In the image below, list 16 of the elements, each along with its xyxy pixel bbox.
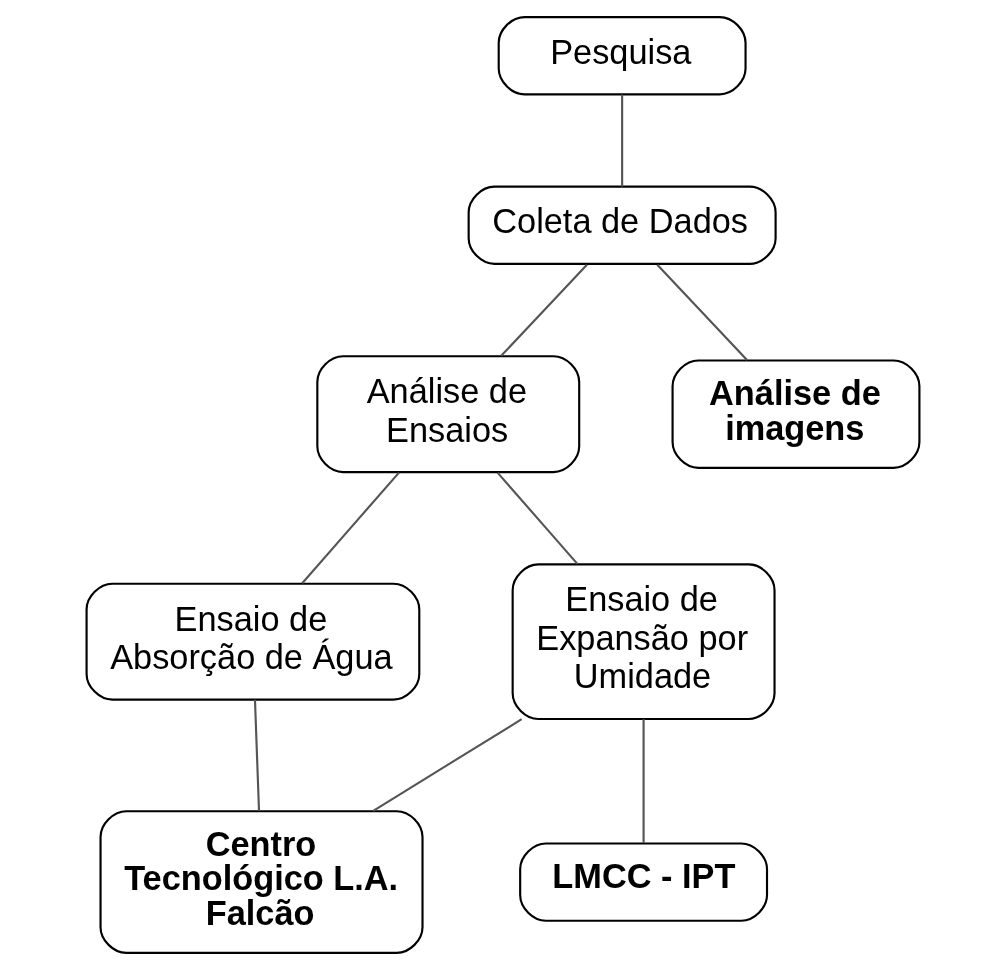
connector xyxy=(496,471,578,565)
connector xyxy=(656,264,748,361)
connector xyxy=(642,719,645,843)
node-box: Ensaio de Absorção de Água xyxy=(85,582,420,701)
node-box: Centro Tecnológico L.A. Falcão xyxy=(98,810,424,954)
node-box: Ensaio de Expansão por Umidade xyxy=(511,563,776,721)
node-box: Pesquisa xyxy=(497,16,747,96)
connector xyxy=(499,264,588,357)
connector xyxy=(620,94,623,187)
connector xyxy=(300,471,400,584)
node-box: Coleta de Dados xyxy=(467,185,777,265)
node-box: Análise de Ensaios xyxy=(315,355,580,474)
node-box: Análise de imagens xyxy=(671,359,920,469)
connector xyxy=(253,699,260,811)
connector xyxy=(372,718,522,812)
node-box: LMCC - IPT xyxy=(518,842,768,922)
